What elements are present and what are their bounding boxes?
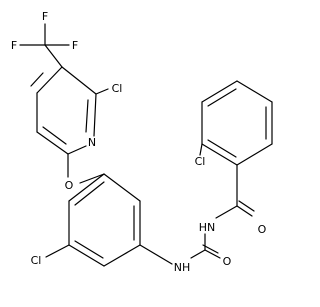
atom-label-o-benzoyl: O <box>258 223 267 236</box>
bond-bz-cl <box>199 143 203 156</box>
bond-bz-c4-c5 <box>201 80 238 103</box>
bond-pyr-c3-c4-inner <box>30 72 44 87</box>
bond-o-aryl <box>79 173 105 184</box>
atom-label-f3: F <box>72 39 78 52</box>
atom-label-cl-aryl: Cl <box>31 254 42 267</box>
bond-benzoyl-co-2 <box>238 200 255 212</box>
atom-label-n-pyridine: N <box>88 136 96 149</box>
urea-linkage <box>139 205 238 265</box>
bond-ar-c6-c1-inner <box>74 181 105 206</box>
bond-nh-co <box>190 249 206 259</box>
ether-linkage <box>67 153 105 184</box>
molecule-diagram: F F F Cl N O Cl NH O HN O Cl <box>11 10 273 274</box>
bond-bz-c6-c1 <box>201 143 238 166</box>
bond-pyr-c5-c6-inner <box>42 126 67 145</box>
bond-pyr-c2-cl <box>95 88 109 95</box>
bond-urea-co-1 <box>204 249 221 259</box>
bond-bz-c4-c5-inner <box>207 88 237 107</box>
central-phenyl-ring <box>45 173 141 267</box>
bond-hn-benzoyl <box>215 205 238 219</box>
bond-ar-c4-c5 <box>68 244 105 267</box>
atom-label-f2: F <box>11 39 17 52</box>
atom-label-f1: F <box>42 10 48 23</box>
bond-pyr-c2-c3 <box>61 66 97 95</box>
bond-benzoyl-co-1 <box>236 205 253 217</box>
bond-ar-c4-c5-inner <box>74 240 104 259</box>
atom-label-nh-imide: HN <box>199 221 216 234</box>
atom-label-cl-benzoyl: Cl <box>195 155 206 168</box>
bond-ar-cl <box>45 244 70 258</box>
bond-pyr-n-c2 <box>93 93 97 137</box>
bond-bz-c3-c4 <box>236 80 273 103</box>
chlorobenzene-ring <box>199 80 273 166</box>
atom-label-o-ether: O <box>65 179 74 192</box>
bond-pyr-c6-n <box>67 145 87 155</box>
bond-ar-c6-c1 <box>68 173 105 202</box>
pyridine-ring <box>30 66 109 155</box>
atom-label-nh-aryl: NH <box>174 261 191 274</box>
atom-label-cl-pyridine: Cl <box>112 82 123 95</box>
structure-svg: F F F Cl N O Cl NH O HN O Cl <box>11 10 273 274</box>
bond-cf3-ring <box>44 44 63 68</box>
bond-pyr-c5-c6 <box>36 131 69 155</box>
cf3-group <box>19 23 70 68</box>
atom-label-o-urea: O <box>223 255 232 268</box>
bond-ar-nh <box>139 244 173 265</box>
bond-pyr-c3-c4 <box>36 66 63 94</box>
bond-bz-c6-c1-inner <box>207 139 237 158</box>
bond-ar-c1-c2 <box>103 173 141 202</box>
bond-ar-c3-c4 <box>103 244 141 267</box>
bond-bz-c1-c2 <box>236 143 273 166</box>
bond-pyr-n-c2-inner <box>85 99 89 133</box>
benzoyl-carbonyl <box>236 164 255 217</box>
